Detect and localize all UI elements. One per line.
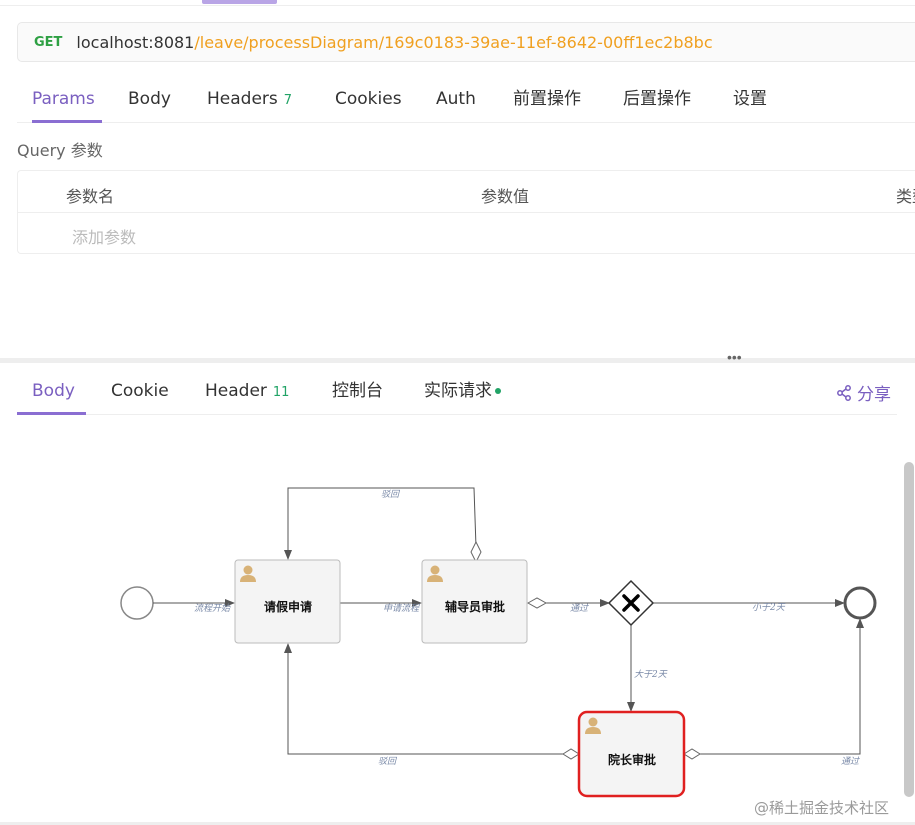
tab-label: Header (205, 381, 267, 401)
share-button[interactable]: 分享 (836, 380, 891, 405)
tab-label: 控制台 (332, 381, 383, 401)
bottom-divider (0, 822, 915, 825)
tab-label: Headers (207, 89, 278, 109)
user-icon (240, 565, 256, 582)
url-bar[interactable]: GET localhost:8081/leave/processDiagram/… (17, 22, 915, 62)
tab-body[interactable]: Body (128, 80, 171, 123)
tab-label: Auth (436, 89, 476, 109)
tab-post-processors[interactable]: 后置操作 (623, 80, 691, 123)
flow-label-submit: 申请流程 (383, 603, 420, 614)
gateway-x-icon (622, 594, 640, 612)
headers-count-badge: 7 (283, 93, 293, 108)
add-param-input[interactable]: 添加参数 (72, 228, 137, 247)
flow-dean-reject[interactable] (284, 643, 563, 755)
task-label: 请假申请 (264, 599, 312, 614)
process-diagram: 请假申请 辅导员审批 院长审批 流程开始 申请流程 驳回 通过 小于2天 大于2… (120, 487, 877, 798)
top-divider (0, 5, 915, 6)
flow-label-pass1: 通过 (570, 603, 589, 614)
splitter-handle[interactable]: ••• (727, 349, 742, 365)
response-tabs: Body Cookie Header 11 控制台 实际请求 (17, 372, 897, 415)
response-header-count-badge: 11 (272, 385, 290, 400)
http-method-badge[interactable]: GET (34, 34, 63, 50)
task-label: 辅导员审批 (445, 599, 505, 614)
task-dean-active[interactable]: 院长审批 (577, 710, 686, 798)
panel-splitter[interactable] (0, 358, 915, 363)
tab-headers[interactable]: Headers 7 (207, 80, 292, 123)
tab-label: 设置 (733, 89, 767, 109)
task-label: 院长审批 (608, 752, 656, 767)
end-event[interactable] (843, 586, 877, 620)
share-label: 分享 (857, 385, 891, 405)
share-icon (837, 384, 851, 401)
tab-cookies[interactable]: Cookies (335, 80, 402, 123)
query-params-table: 参数名 参数值 类型 添加参数 (17, 170, 915, 254)
start-event[interactable] (120, 586, 154, 620)
tab-label: Cookies (335, 89, 402, 109)
flow-label-pass2: 通过 (841, 756, 860, 767)
tab-label: Cookie (111, 381, 169, 401)
column-param-type: 类型 (896, 187, 915, 206)
tab-label: 后置操作 (623, 89, 691, 109)
column-param-value: 参数值 (481, 187, 530, 206)
user-icon (585, 717, 601, 734)
task-apply[interactable]: 请假申请 (234, 559, 341, 644)
user-icon (427, 565, 443, 582)
flow-label-reject-top: 驳回 (381, 489, 401, 500)
task-counselor[interactable]: 辅导员审批 (421, 559, 528, 644)
flow-dean-pass[interactable] (700, 618, 864, 755)
flow-reject-diamond-top (470, 540, 482, 564)
tab-pre-processors[interactable]: 前置操作 (513, 80, 581, 123)
tab-label: Params (32, 89, 95, 109)
tab-label: 前置操作 (513, 89, 581, 109)
flow-counselor-reject[interactable] (284, 487, 477, 560)
flow-label-more-than: 大于2天 (634, 669, 668, 680)
flow-pass-diamond (526, 597, 548, 609)
flow-pass-diamond-bottom (683, 748, 701, 760)
url-host: localhost:8081 (76, 32, 195, 52)
table-header: 参数名 参数值 类型 (18, 171, 915, 213)
tab-response-header[interactable]: Header 11 (205, 372, 289, 415)
query-params-label: Query 参数 (17, 141, 103, 160)
flow-label-start: 流程开始 (194, 603, 231, 614)
request-tabs: Params Body Headers 7 Cookies Auth 前置操作 后… (17, 80, 915, 123)
tab-response-body[interactable]: Body (17, 372, 86, 415)
tab-label: Body (128, 89, 171, 109)
tab-settings[interactable]: 设置 (733, 80, 767, 123)
url-path: /leave/processDiagram/169c0183-39ae-11ef… (194, 32, 713, 52)
tab-auth[interactable]: Auth (436, 80, 476, 123)
flow-label-reject-bottom: 驳回 (378, 756, 398, 767)
top-tab-indicator (202, 0, 277, 4)
tab-console[interactable]: 控制台 (332, 372, 383, 415)
tab-response-cookie[interactable]: Cookie (111, 372, 169, 415)
column-param-name: 参数名 (66, 187, 115, 206)
tab-params[interactable]: Params (32, 80, 102, 123)
flow-label-less-than: 小于2天 (752, 602, 786, 613)
tab-actual-request[interactable]: 实际请求 (424, 372, 501, 415)
tab-label: Body (32, 381, 75, 401)
url-input[interactable]: localhost:8081/leave/processDiagram/169c… (76, 33, 712, 52)
status-dot (495, 388, 501, 394)
tab-label: 实际请求 (424, 381, 492, 401)
response-scrollbar[interactable] (904, 462, 914, 797)
flow-reject-diamond-bottom (562, 748, 580, 760)
watermark: @稀土掘金技术社区 (754, 799, 890, 817)
